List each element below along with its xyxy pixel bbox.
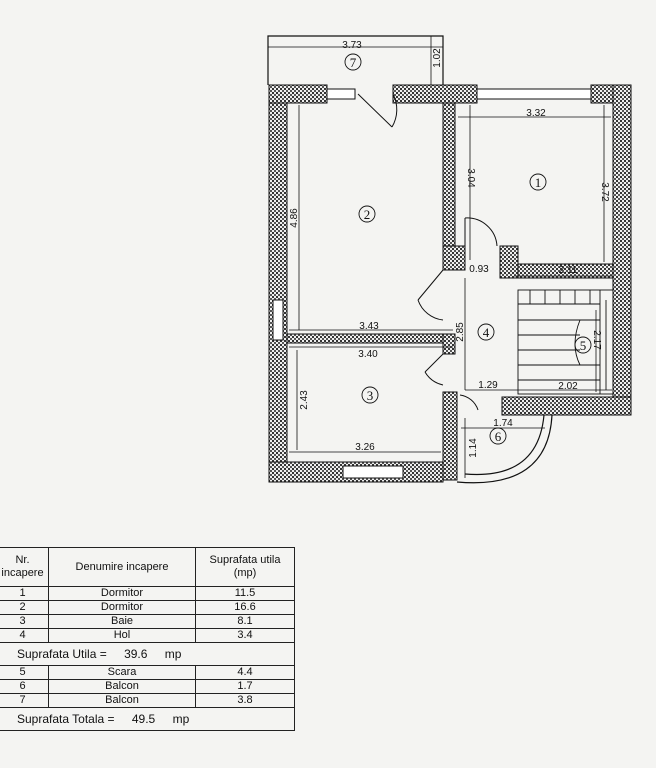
room-number-2: 2 (364, 207, 371, 222)
table-header-row: Nr. incapere Denumire incapere Suprafata… (0, 547, 295, 587)
row-area: 3.4 (195, 628, 295, 643)
dim-3-72: 3.72 (599, 182, 610, 202)
room-number-5: 5 (580, 338, 587, 353)
row-nr: 7 (0, 693, 49, 708)
row-nr: 4 (0, 628, 49, 643)
dim-3-26: 3.26 (355, 442, 375, 453)
row-area: 11.5 (195, 586, 295, 601)
table-row: 6 Balcon 1.7 (0, 679, 295, 694)
dim-0-93: 0.93 (469, 264, 489, 275)
row-name: Dormitor (48, 586, 196, 601)
subtotal-row: Suprafata Utila = 39.6 mp (0, 642, 295, 666)
dim-2-17: 2.17 (591, 330, 602, 350)
header-name: Denumire incapere (48, 547, 196, 587)
header-area: Suprafata utila (mp) (195, 547, 295, 587)
dim-2-43: 2.43 (299, 390, 310, 410)
room-number-6: 6 (495, 429, 502, 444)
staircase (517, 289, 614, 395)
row-area: 1.7 (195, 679, 295, 694)
table-row: 2 Dormitor 16.6 (0, 600, 295, 615)
room-number-4: 4 (483, 325, 490, 340)
dim-2-11: 2.11 (559, 265, 578, 276)
table-row: 5 Scara 4.4 (0, 665, 295, 680)
row-name: Scara (48, 665, 196, 680)
dimension-lines (268, 36, 612, 478)
dim-1-14: 1.14 (468, 438, 479, 458)
doors (357, 93, 498, 411)
table-row: 1 Dormitor 11.5 (0, 586, 295, 601)
room-area-table: Nr. incapere Denumire incapere Suprafata… (0, 547, 295, 731)
row-area: 4.4 (195, 665, 295, 680)
room-number-circles (344, 53, 592, 445)
room-number-1: 1 (535, 175, 542, 190)
row-nr: 6 (0, 679, 49, 694)
windows (272, 88, 592, 479)
room-number-3: 3 (367, 388, 374, 403)
row-nr: 5 (0, 665, 49, 680)
dim-3-43: 3.43 (359, 321, 379, 332)
balcony-6-outline (456, 414, 553, 484)
header-nr: Nr. incapere (0, 547, 49, 587)
row-name: Balcon (48, 679, 196, 694)
table-row: 4 Hol 3.4 (0, 628, 295, 643)
total-unit: mp (172, 711, 190, 726)
row-area: 16.6 (195, 600, 295, 615)
total-label: Suprafata Totala = (17, 711, 115, 726)
total-value: 49.5 (131, 711, 156, 726)
walls (268, 84, 632, 483)
dim-2-85: 2.85 (455, 322, 466, 342)
dim-1-02: 1.02 (432, 48, 443, 68)
row-nr: 3 (0, 614, 49, 629)
row-name: Balcon (48, 693, 196, 708)
table-row: 3 Baie 8.1 (0, 614, 295, 629)
row-area: 8.1 (195, 614, 295, 629)
subtotal-unit: mp (164, 646, 182, 661)
dim-2-02: 2.02 (558, 381, 578, 392)
balcony-7-outline (267, 35, 444, 85)
subtotal-value: 39.6 (124, 646, 148, 661)
dim-4-86: 4.86 (289, 208, 300, 228)
dim-1-74: 1.74 (493, 418, 513, 429)
room-number-7: 7 (350, 55, 357, 70)
row-area: 3.8 (195, 693, 295, 708)
row-name: Hol (48, 628, 196, 643)
dim-3-04: 3.04 (465, 168, 476, 188)
dim-3-32: 3.32 (526, 108, 546, 119)
row-name: Dormitor (48, 600, 196, 615)
subtotal-label: Suprafata Utila = (17, 646, 107, 661)
subtotal-cell: Suprafata Utila = 39.6 mp (0, 642, 295, 666)
total-row: Suprafata Totala = 49.5 mp (0, 707, 295, 731)
row-name: Baie (48, 614, 196, 629)
total-cell: Suprafata Totala = 49.5 mp (0, 707, 295, 731)
table-row: 7 Balcon 3.8 (0, 693, 295, 708)
dim-3-40: 3.40 (358, 349, 378, 360)
row-nr: 1 (0, 586, 49, 601)
row-nr: 2 (0, 600, 49, 615)
floor-plan: 3.73 1.02 3.32 3.04 3.72 4.86 0.93 2.11 … (267, 35, 632, 484)
dim-1-29: 1.29 (478, 380, 498, 391)
dim-3-73: 3.73 (342, 40, 362, 51)
